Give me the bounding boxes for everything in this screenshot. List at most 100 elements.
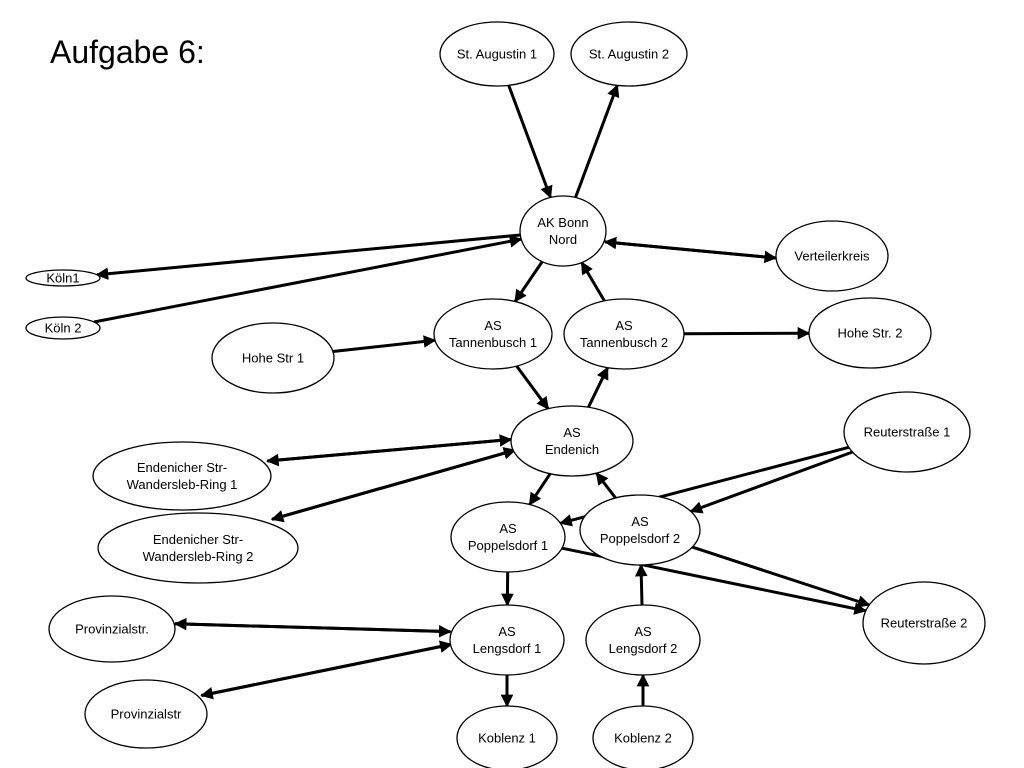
node-st-augustin-1: St. Augustin 1 bbox=[439, 21, 555, 87]
node-ellipse bbox=[439, 21, 555, 87]
edge-ak-bonn-nord-to-verteilerkreis bbox=[604, 240, 778, 264]
node-ellipse bbox=[862, 581, 986, 665]
node-hohe-str-1: Hohe Str 1 bbox=[211, 322, 335, 394]
node-label: Koblenz 2 bbox=[614, 731, 672, 746]
node-label: Wandersleb-Ring 2 bbox=[143, 549, 254, 564]
edge-koeln2-to-ak-bonn-nord bbox=[93, 235, 523, 324]
node-ellipse bbox=[84, 679, 208, 749]
node-ellipse bbox=[456, 705, 558, 768]
node-label: Endenich bbox=[545, 442, 599, 457]
edge-ak-bonn-nord-to-st-augustin-2 bbox=[574, 84, 620, 199]
node-label: Nord bbox=[549, 232, 577, 247]
node-label: Lengsdorf 1 bbox=[473, 641, 542, 656]
node-label: Reuterstraße 2 bbox=[881, 616, 968, 631]
node-ellipse bbox=[449, 604, 565, 676]
edge-ak-bonn-nord-to-koeln1 bbox=[95, 233, 521, 281]
node-ellipse bbox=[519, 195, 607, 267]
node-label: St. Augustin 1 bbox=[457, 47, 537, 62]
node-ellipse bbox=[25, 316, 101, 340]
node-ellipse bbox=[92, 441, 272, 511]
node-ellipse bbox=[579, 494, 701, 566]
node-label: Verteilerkreis bbox=[794, 249, 870, 264]
node-label: Köln 2 bbox=[45, 321, 82, 336]
node-ellipse bbox=[48, 595, 176, 663]
edge-as-poppelsdorf-2-to-as-endenich bbox=[595, 472, 617, 499]
node-label: AK Bonn bbox=[537, 215, 588, 230]
edge-ak-bonn-nord-to-as-tannenbusch-1 bbox=[513, 260, 544, 303]
node-st-augustin-2: St. Augustin 2 bbox=[570, 21, 688, 87]
edge-hohe-str-1-to-as-tannenbusch-1 bbox=[332, 335, 437, 353]
node-reuterstrasse-1: Reuterstraße 1 bbox=[843, 391, 971, 473]
node-label: Provinzialstr. bbox=[75, 622, 149, 637]
edge-as-poppelsdorf-2-to-reuterstrasse-2 bbox=[691, 545, 871, 608]
edge-as-tannenbusch-2-to-ak-bonn-nord bbox=[580, 261, 606, 302]
node-verteilerkreis: Verteilerkreis bbox=[775, 220, 889, 292]
edge-as-endenich-to-as-tannenbusch-2 bbox=[587, 366, 609, 408]
edge-provinzialstr-to-as-lengsdorf-1 bbox=[201, 640, 453, 697]
node-koblenz-1: Koblenz 1 bbox=[456, 705, 558, 768]
node-label: Lengsdorf 2 bbox=[609, 641, 678, 656]
node-label: Poppelsdorf 1 bbox=[468, 538, 548, 553]
node-ellipse bbox=[592, 705, 694, 768]
node-as-lengsdorf-1: AS Lengsdorf 1 bbox=[449, 604, 565, 676]
node-reuterstrasse-2: Reuterstraße 2 bbox=[862, 581, 986, 665]
node-ellipse bbox=[585, 604, 701, 676]
node-label: Reuterstraße 1 bbox=[864, 425, 951, 440]
node-label: St. Augustin 2 bbox=[589, 47, 669, 62]
node-ellipse bbox=[450, 501, 566, 573]
node-ellipse bbox=[808, 297, 932, 369]
node-as-poppelsdorf-1: AS Poppelsdorf 1 bbox=[450, 501, 566, 573]
node-ellipse bbox=[843, 391, 971, 473]
node-as-tannenbusch-1: AS Tannenbusch 1 bbox=[433, 298, 553, 370]
node-ellipse bbox=[211, 322, 335, 394]
node-label: AS bbox=[563, 425, 581, 440]
page-title: Aufgabe 6: bbox=[50, 34, 205, 70]
node-label: Köln1 bbox=[46, 271, 79, 286]
node-koeln1: Köln1 bbox=[25, 269, 101, 287]
edge-as-endenich-to-as-poppelsdorf-1 bbox=[528, 472, 552, 506]
node-label: Tannenbusch 2 bbox=[580, 335, 668, 350]
node-label: AS bbox=[499, 521, 517, 536]
node-label: Tannenbusch 1 bbox=[449, 335, 537, 350]
node-label: AS bbox=[631, 514, 649, 529]
node-hohe-str-2: Hohe Str. 2 bbox=[808, 297, 932, 369]
node-ellipse bbox=[433, 298, 553, 370]
nodes-layer: St. Augustin 1 St. Augustin 2 AK BonnNordV… bbox=[25, 21, 986, 768]
node-koblenz-2: Koblenz 2 bbox=[592, 705, 694, 768]
node-label: AS bbox=[484, 318, 502, 333]
node-label: Endenicher Str- bbox=[153, 532, 243, 547]
node-endenicher-2: Endenicher Str- Wandersleb-Ring 2 bbox=[97, 512, 299, 584]
node-endenicher-1: Endenicher Str- Wandersleb-Ring 1 bbox=[92, 441, 272, 511]
edge-as-lengsdorf-2-to-as-poppelsdorf-2 bbox=[634, 563, 648, 606]
edge-st-augustin-1-to-ak-bonn-nord bbox=[507, 84, 553, 199]
edge-endenicher-2-to-as-endenich bbox=[271, 447, 517, 521]
node-label: AS bbox=[634, 624, 652, 639]
node-label: Endenicher Str- bbox=[137, 460, 227, 475]
node-label: Poppelsdorf 2 bbox=[600, 531, 680, 546]
node-label: AS bbox=[615, 318, 633, 333]
node-provinzialstr: Provinzialstr bbox=[84, 679, 208, 749]
node-label: Koblenz 1 bbox=[478, 731, 536, 746]
node-label: Hohe Str 1 bbox=[242, 351, 304, 366]
node-as-poppelsdorf-2: AS Poppelsdorf 2 bbox=[579, 494, 701, 566]
node-ellipse bbox=[570, 21, 688, 87]
node-ellipse bbox=[563, 298, 685, 370]
node-ellipse bbox=[25, 269, 101, 287]
node-as-tannenbusch-2: AS Tannenbusch 2 bbox=[563, 298, 685, 370]
node-label: AS bbox=[498, 624, 516, 639]
node-koeln2: Köln 2 bbox=[25, 316, 101, 340]
edge-as-tannenbusch-1-to-as-endenich bbox=[515, 365, 550, 410]
edge-as-tannenbusch-2-to-hohe-str-2 bbox=[683, 326, 811, 340]
node-label: Provinzialstr bbox=[111, 707, 182, 722]
node-ellipse bbox=[97, 512, 299, 584]
node-as-lengsdorf-2: AS Lengsdorf 2 bbox=[585, 604, 701, 676]
node-label: Wandersleb-Ring 1 bbox=[127, 477, 238, 492]
node-ellipse bbox=[510, 405, 634, 477]
node-label: Hohe Str. 2 bbox=[837, 326, 902, 341]
node-ellipse bbox=[775, 220, 889, 292]
edge-reuterstrasse-1-to-as-poppelsdorf-2 bbox=[689, 450, 854, 514]
edge-provinzialstr-dot-to-as-lengsdorf-1 bbox=[175, 622, 452, 638]
node-as-endenich: AS Endenich bbox=[510, 405, 634, 477]
